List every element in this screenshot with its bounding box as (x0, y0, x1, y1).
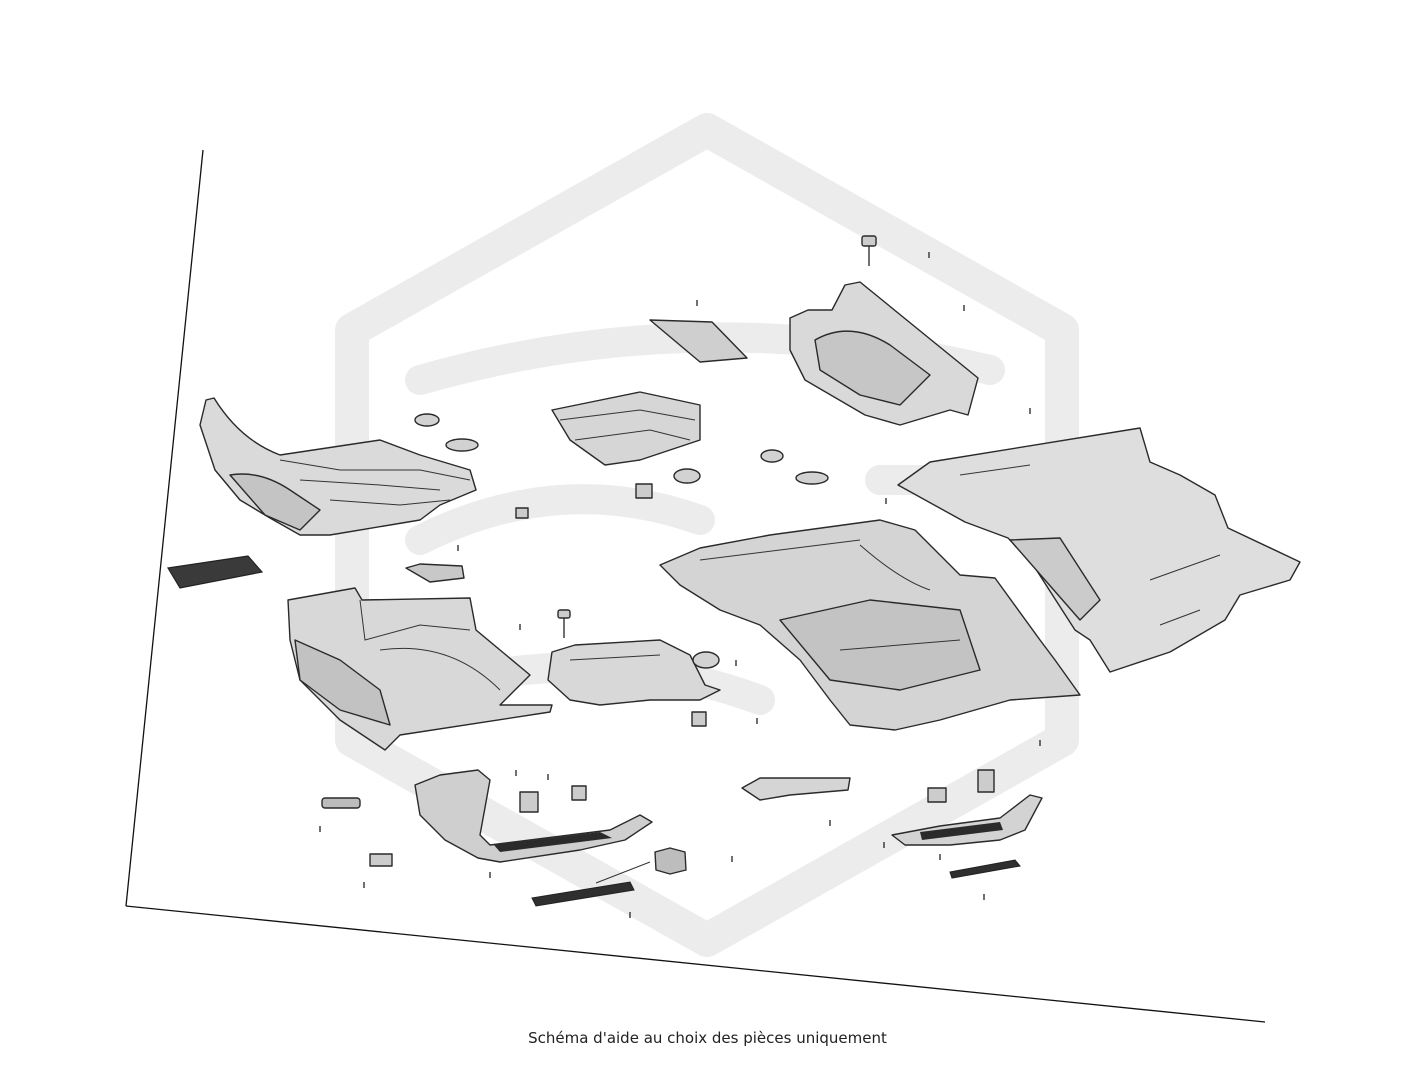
trim-strip-center (741, 777, 851, 801)
diagram-caption: Schéma d'aide au choix des pièces unique… (528, 1029, 887, 1047)
bolt-center-left (557, 609, 571, 638)
clip-small-set (369, 483, 995, 867)
ground-plane (125, 149, 1266, 1023)
trunk-floor-panel-left (287, 587, 553, 751)
connector-left (321, 797, 361, 809)
door-sill-trim-left (414, 769, 653, 863)
sill-scuff-plate-left (531, 861, 651, 907)
floor-carpet-right (897, 427, 1301, 673)
door-sill-trim-right (891, 794, 1043, 846)
sill-scuff-plate-right (949, 859, 1021, 879)
floor-panel-center (659, 519, 1081, 731)
flat-insulation-pad (649, 319, 748, 363)
fasteners (321, 235, 995, 867)
foam-block-left (405, 563, 465, 583)
bracket-plate-center (547, 639, 721, 706)
control-module (551, 391, 701, 466)
trunk-side-panel-upper-left (199, 397, 477, 536)
trim-panel-upper-right (789, 281, 979, 426)
reference-ticks (319, 252, 1041, 918)
nut-center (673, 468, 720, 669)
grille-left (167, 555, 264, 589)
foam-pad-center (654, 847, 687, 875)
push-pin-right (760, 449, 829, 485)
push-pin-left (414, 413, 479, 452)
bolt-upper-center (861, 235, 877, 266)
